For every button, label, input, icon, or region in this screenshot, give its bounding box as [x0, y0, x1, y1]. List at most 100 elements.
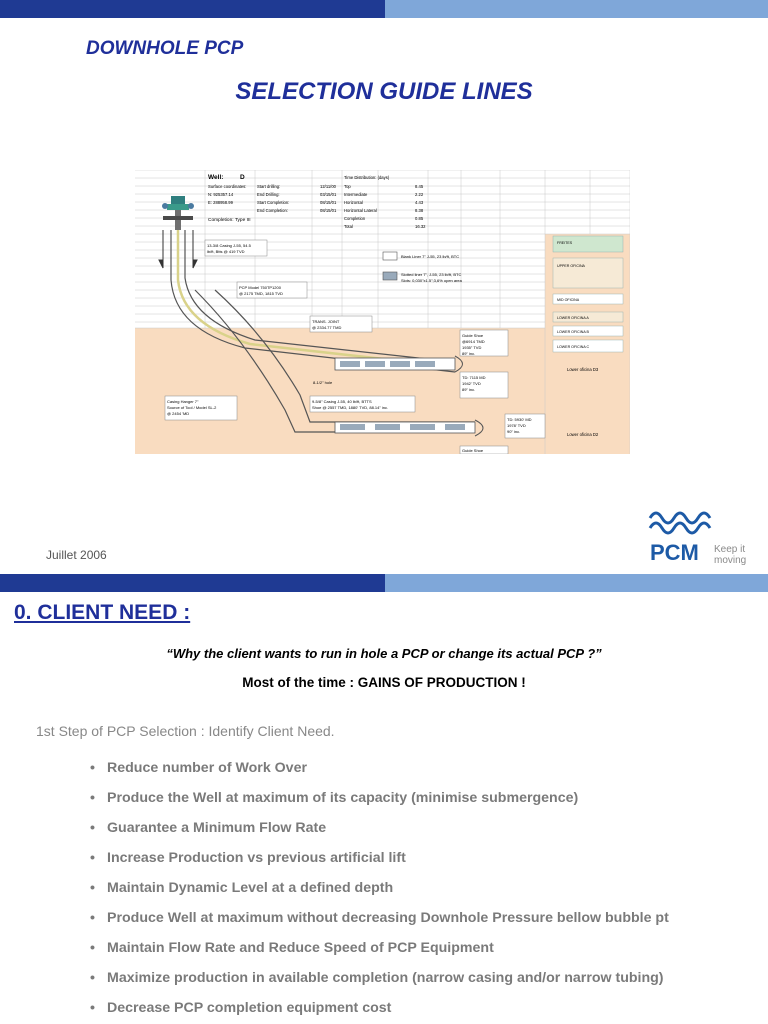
- bullet-icon: •: [90, 820, 95, 836]
- start-label-2: End Drilling:: [257, 192, 280, 197]
- pcm-logo: PCM Keep it moving: [648, 511, 746, 566]
- annotation-casing-958: 9-5/8" Casing J-55, 40 lb/ft, BTTS Shoe …: [309, 395, 416, 413]
- top-bar-light-segment: [385, 574, 768, 592]
- logo-tagline-2: moving: [714, 555, 746, 566]
- list-item-text: Guarantee a Minimum Flow Rate: [107, 820, 327, 836]
- top-bar-dark-segment: [0, 0, 385, 18]
- list-item: • Decrease PCP completion equipment cost: [90, 1000, 669, 1024]
- slide-date: Juillet 2006: [46, 548, 107, 562]
- header-row-2: N: 925357.14: [208, 192, 234, 197]
- logo-wave-top: [648, 511, 712, 525]
- svg-text:Blank Liner 7" J-55, 23 lb/ft,: Blank Liner 7" J-55, 23 lb/ft, BTC: [401, 254, 459, 259]
- slide-title-text: DOWNHOLE PCP: [86, 38, 244, 59]
- svg-text:Slots: 0,030"x1.5";3,6% open a: Slots: 0,030"x1.5";3,6% open area: [401, 278, 463, 283]
- svg-text:UPPER OFICINA: UPPER OFICINA: [557, 264, 586, 268]
- wellbore-upper-outer: [170, 230, 456, 373]
- gains-of-production-text: Most of the time : GAINS OF PRODUCTION !: [242, 675, 526, 690]
- list-item: • Maintain Dynamic Level at a defined dep…: [90, 880, 669, 910]
- time-value-1: 8.45: [415, 184, 424, 189]
- client-need-list: • Reduce number of Work Over • Produce the…: [90, 760, 669, 1024]
- svg-text:@6914 TMD: @6914 TMD: [462, 339, 485, 344]
- time-label-3: Horizontal: [344, 200, 363, 205]
- bullet-icon: •: [90, 760, 95, 776]
- bullet-icon: •: [90, 940, 95, 956]
- upper-slotted-marks: [340, 361, 435, 367]
- legend-slotted-liner: Slotted liner 7", J-55, 23 lb/ft, BTC Sl…: [382, 271, 463, 283]
- svg-text:9-5/8" Casing J-55, 40 lb/ft,: 9-5/8" Casing J-55, 40 lb/ft, BTTS: [312, 399, 372, 404]
- start-label-1: Start drilling:: [257, 184, 280, 189]
- time-value-3: 4.43: [415, 200, 424, 205]
- logo-wave-bottom: [648, 521, 712, 535]
- svg-text:LOWER OFICINA C: LOWER OFICINA C: [557, 345, 590, 349]
- svg-text:PCP Model 750TP1200: PCP Model 750TP1200: [239, 285, 282, 290]
- svg-text:1935" TVD: 1935" TVD: [462, 345, 481, 350]
- time-label-1: Top: [344, 184, 351, 189]
- list-item: •Increase Production vs previous artific…: [90, 850, 669, 880]
- top-bar-light-segment: [385, 0, 768, 18]
- svg-text:@ 2175 TMD, 1815 TVD: @ 2175 TMD, 1815 TVD: [239, 291, 283, 296]
- time-label-5: Completion: [344, 216, 366, 221]
- slide-top-bar: [0, 574, 768, 592]
- list-item: • Reduce number of Work Over: [90, 760, 669, 790]
- bullet-icon: •: [90, 880, 95, 896]
- bullet-icon: •: [90, 970, 95, 986]
- start-date-1: 12/11/00: [320, 184, 337, 189]
- svg-text:LOWER OFICINA B: LOWER OFICINA B: [557, 330, 590, 334]
- annotation-guide-shoe-2: Guide Shoe: [459, 445, 509, 454]
- bullet-icon: •: [90, 790, 95, 806]
- svg-text:lb/ft, Btts @ 419 TVD: lb/ft, Btts @ 419 TVD: [207, 249, 245, 254]
- time-value-6: 16.32: [415, 224, 426, 229]
- client-question-quote: “Why the client wants to run in hole a P…: [166, 646, 602, 661]
- svg-text:Lower oficina D3: Lower oficina D3: [567, 367, 599, 372]
- bullet-icon: •: [90, 850, 95, 866]
- svg-text:TD: 5930' MD: TD: 5930' MD: [507, 417, 532, 422]
- svg-text:MID OFICINA: MID OFICINA: [557, 298, 580, 302]
- list-item-text: Maintain Dynamic Level at a defined dept…: [107, 880, 394, 896]
- annotation-td-2: TD: 5930' MD 1978' TVD 90" inc.: [504, 413, 546, 439]
- annotation-casing-hanger: Casing Hanger 7" Source of Tool / Model …: [164, 395, 238, 421]
- header-row-3: E: 288958.99: [208, 200, 234, 205]
- lower-slotted-marks: [340, 424, 465, 430]
- header-row-5: Completion: Type III: [208, 217, 251, 223]
- first-step-text: 1st Step of PCP Selection : Identify Cli…: [36, 723, 335, 739]
- lower-liner: [334, 421, 476, 434]
- list-item-text: Decrease PCP completion equipment cost: [107, 1000, 392, 1016]
- spreadsheet-grid: [135, 170, 630, 454]
- slide-top-bar: [0, 0, 768, 18]
- start-date-2: 03/15/01: [320, 192, 337, 197]
- wellhead-icon: [162, 196, 194, 230]
- slide-subtitle-text: SELECTION GUIDE LINES: [235, 78, 533, 105]
- start-date-3: 08/15/01: [320, 200, 337, 205]
- legend-blank-liner: Blank Liner 7" J-55, 23 lb/ft, BTC: [382, 251, 459, 261]
- svg-text:89" inc.: 89" inc.: [462, 351, 475, 356]
- formation-zones: FREITES UPPER OFICINA MID OFICINA LOWER …: [552, 235, 624, 437]
- svg-text:Guide Shoe: Guide Shoe: [462, 333, 484, 338]
- svg-text:1942' TVD: 1942' TVD: [462, 381, 481, 386]
- top-bar-dark-segment: [0, 574, 385, 592]
- list-item-text: Reduce number of Work Over: [107, 760, 307, 776]
- list-item-text: Maximize production in available complet…: [107, 970, 664, 986]
- bullet-icon: •: [90, 1000, 95, 1016]
- list-item: •Maintain Flow Rate and Reduce Speed of …: [90, 940, 669, 970]
- list-item-text: Produce Well at maximum without decreasi…: [107, 910, 669, 926]
- logo-tagline-1: Keep it: [714, 544, 745, 555]
- start-label-4: End Completion:: [257, 208, 288, 213]
- list-item: • Guarantee a Minimum Flow Rate: [90, 820, 669, 850]
- annotation-trans-joint: TRANS. JOINT @ 2334.77 TMD: [309, 315, 373, 333]
- wellbore-upper-inner: [184, 230, 456, 363]
- surface-casing: [158, 230, 198, 269]
- annotation-guide-shoe-1: Guide Shoe @6914 TMD 1935" TVD 89" inc.: [459, 329, 509, 357]
- list-item: • Produce the Well at maximum of its capa…: [90, 790, 669, 820]
- svg-text:1978' TVD: 1978' TVD: [507, 423, 526, 428]
- time-value-2: 2.22: [415, 192, 424, 197]
- svg-text:Lower oficina D2: Lower oficina D2: [567, 432, 599, 437]
- start-date-4: 08/15/01: [320, 208, 337, 213]
- time-label-4: Horizontal Lateral: [344, 208, 377, 213]
- svg-text:Slotted liner 7", J-55, 23 lb/: Slotted liner 7", J-55, 23 lb/ft, BTC: [401, 272, 461, 277]
- svg-text:90" inc.: 90" inc.: [507, 429, 520, 434]
- list-item-text: Produce the Well at maximum of its capac…: [107, 790, 579, 806]
- svg-text:@ 2334.77 TMD: @ 2334.77 TMD: [312, 325, 341, 330]
- annotation-casing-13: 13-3/8 Casing J-55, 54.5 lb/ft, Btts @ 4…: [204, 239, 268, 257]
- time-label-2: Intermediate: [344, 192, 368, 197]
- svg-text:Guide Shoe: Guide Shoe: [462, 448, 484, 453]
